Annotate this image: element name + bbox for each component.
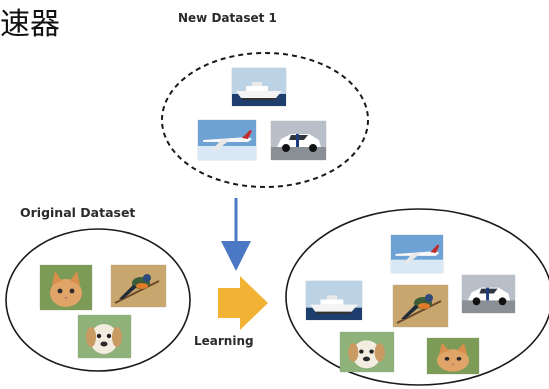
combined-cat-image	[427, 338, 479, 374]
combined-bird-image	[393, 285, 448, 327]
combined-airplane-image	[391, 235, 443, 273]
new-dataset-ellipse	[161, 52, 369, 188]
combined-dog-image	[340, 332, 394, 372]
ship-image	[232, 68, 286, 106]
learning-label: Learning	[194, 334, 254, 348]
combined-dataset-ellipse	[285, 208, 549, 386]
cjk-header-fragment: 速器	[0, 7, 60, 42]
cat-image	[40, 265, 92, 310]
airplane-image	[198, 120, 256, 160]
original-dataset-ellipse	[5, 228, 191, 372]
new-dataset-label: New Dataset 1	[178, 11, 277, 25]
bird-image	[111, 265, 166, 307]
dog-image	[78, 315, 131, 358]
original-dataset-label: Original Dataset	[20, 205, 136, 220]
car-image	[271, 121, 326, 160]
learning-arrow-icon	[218, 276, 268, 330]
combined-car-image	[462, 275, 515, 313]
combined-ship-image	[306, 281, 362, 320]
